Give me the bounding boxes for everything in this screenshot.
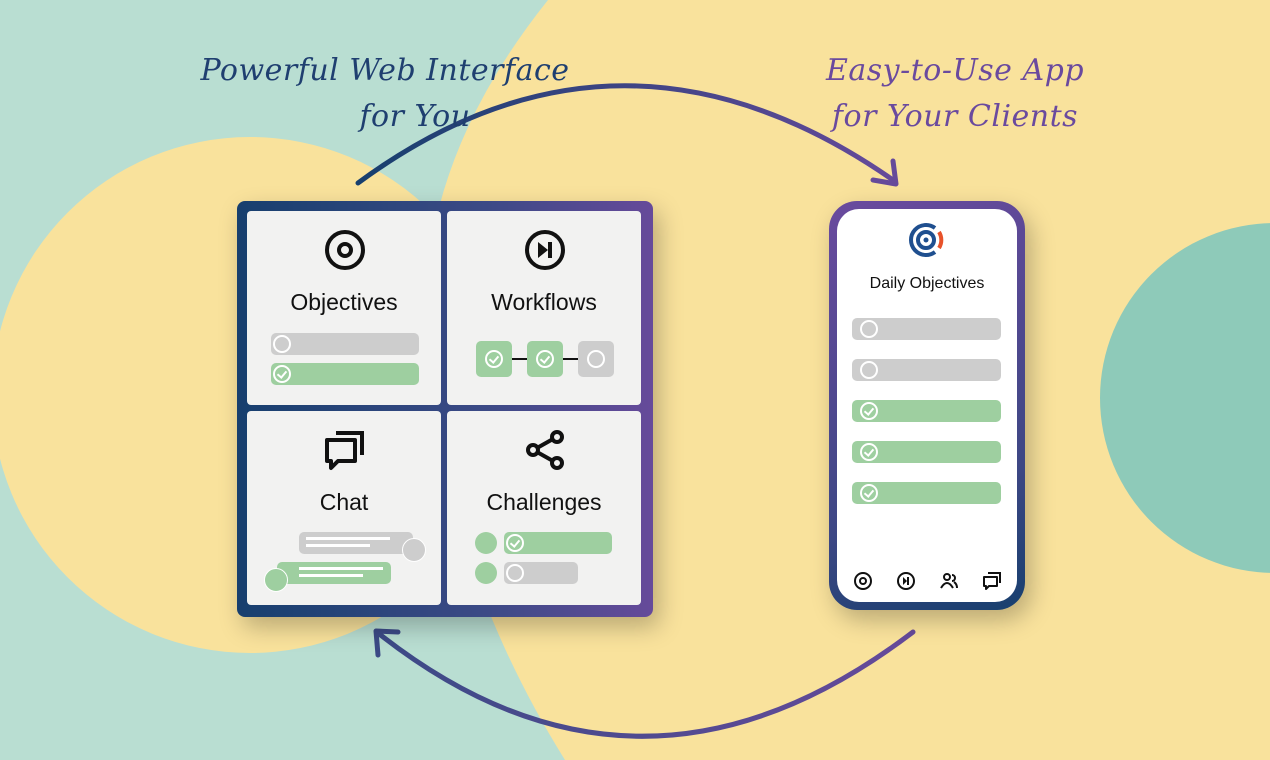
arrow-bottom: [375, 629, 916, 739]
user-avatar-icon: [475, 532, 497, 554]
arrow-top-head: [870, 158, 899, 187]
workflow-step-todo: [578, 341, 614, 377]
arrow-top: [355, 83, 896, 186]
arrow-bottom-head: [373, 628, 401, 658]
circle-icon: [587, 350, 605, 368]
challenge-done: [504, 532, 612, 554]
check-icon: [485, 350, 503, 368]
logo-icon: [909, 223, 944, 257]
objective-item-done[interactable]: [852, 400, 1001, 422]
objective-todo: [271, 333, 419, 355]
nav-target-icon[interactable]: [853, 571, 873, 591]
check-icon: [536, 350, 554, 368]
user-avatar-icon: [475, 562, 497, 584]
tile-challenges[interactable]: Challenges: [447, 411, 641, 605]
teal-circle: [1100, 223, 1270, 573]
circle-icon: [860, 361, 878, 379]
web-interface-caption: Powerful Web Interface for You: [200, 48, 570, 140]
check-icon: [860, 443, 878, 461]
objective-item-done[interactable]: [852, 482, 1001, 504]
check-icon: [860, 484, 878, 502]
caption-line: for Your Clients: [831, 99, 1079, 134]
circle-icon: [860, 320, 878, 338]
workflow-step-done: [476, 341, 512, 377]
tile-title: Objectives: [290, 289, 398, 315]
caption-line: Powerful Web Interface: [200, 53, 570, 88]
skip-forward-icon: [525, 230, 565, 270]
check-icon: [506, 534, 524, 552]
caption-line: Easy-to-Use App: [825, 53, 1085, 88]
tile-title: Challenges: [486, 489, 602, 515]
check-icon: [860, 402, 878, 420]
target-icon: [325, 230, 365, 270]
check-icon: [273, 365, 291, 383]
chat-message-incoming: [299, 532, 413, 554]
tile-workflows[interactable]: Workflows: [447, 211, 641, 405]
chat-bubbles-icon: [325, 431, 364, 470]
circle-icon: [506, 564, 524, 582]
share-icon: [526, 430, 564, 470]
workflow-step-done: [527, 341, 563, 377]
user-avatar-icon: [402, 538, 426, 562]
app-caption: Easy-to-Use App for Your Clients: [820, 48, 1090, 140]
workflow-connector: [512, 358, 527, 360]
web-interface-board: Objectives Workflows Chat Challenges: [237, 201, 653, 617]
tile-objectives[interactable]: Objectives: [247, 211, 441, 405]
objective-item-todo[interactable]: [852, 318, 1001, 340]
nav-users-icon[interactable]: [939, 571, 959, 591]
mobile-app-phone: Daily Objectives: [829, 201, 1025, 610]
tile-title: Workflows: [491, 289, 597, 315]
caption-line: for You: [359, 99, 471, 134]
nav-skip-forward-icon[interactable]: [896, 571, 916, 591]
challenge-todo: [504, 562, 578, 584]
app-title: Daily Objectives: [869, 275, 985, 292]
tile-title: Chat: [319, 489, 369, 515]
chat-message-outgoing: [277, 562, 391, 584]
user-avatar-icon: [264, 568, 288, 592]
nav-chat-bubbles-icon[interactable]: [982, 571, 1002, 591]
objective-item-todo[interactable]: [852, 359, 1001, 381]
circle-icon: [273, 335, 291, 353]
workflow-connector: [563, 358, 578, 360]
tile-chat[interactable]: Chat: [247, 411, 441, 605]
phone-screen: Daily Objectives: [837, 209, 1017, 602]
objective-item-done[interactable]: [852, 441, 1001, 463]
objective-done: [271, 363, 419, 385]
